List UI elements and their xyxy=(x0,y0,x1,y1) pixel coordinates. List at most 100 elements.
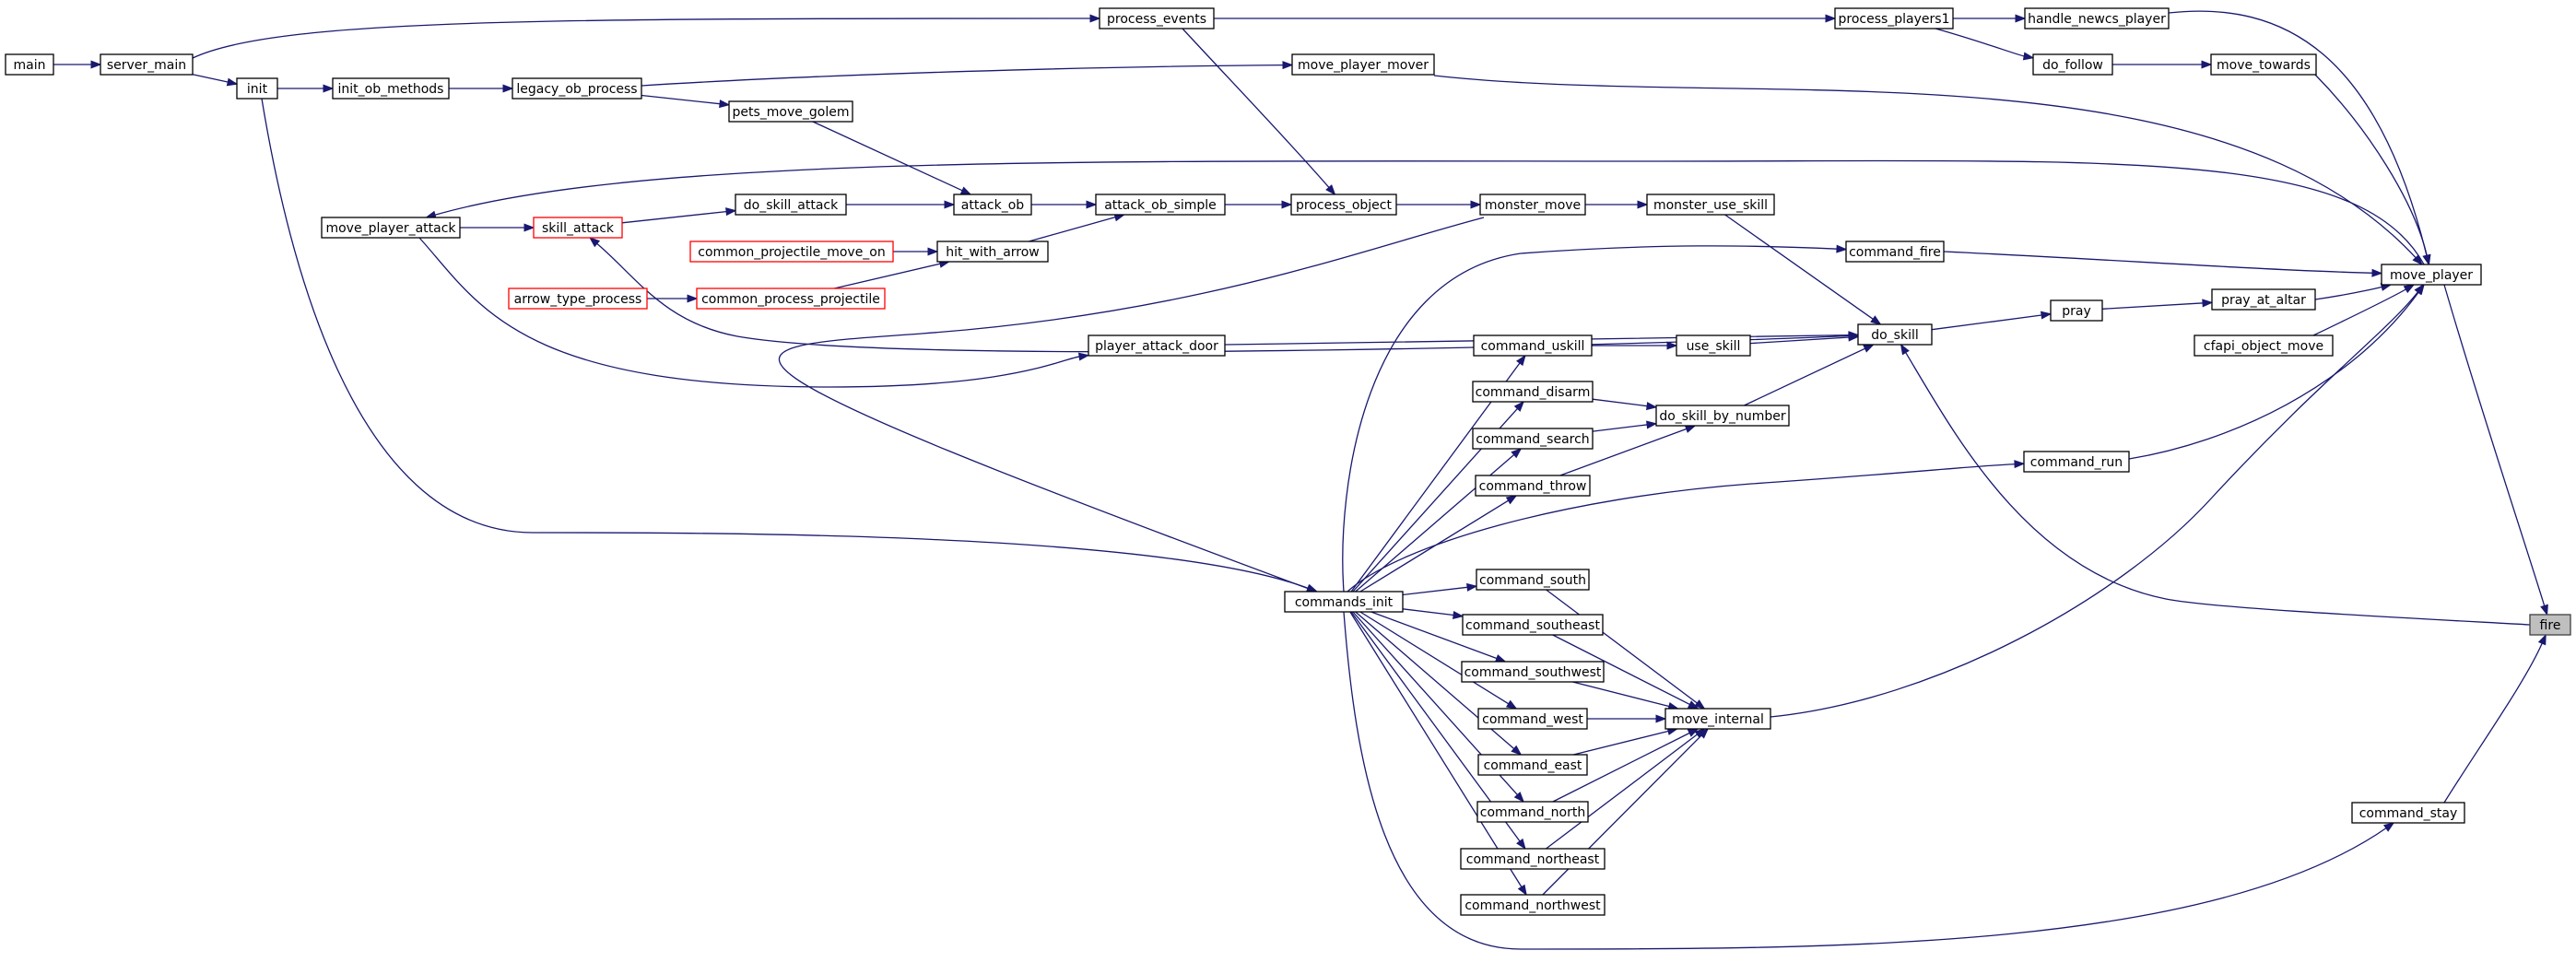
node-pets-move-golem[interactable]: pets_move_golem xyxy=(728,100,853,123)
node-command-southwest[interactable]: command_southwest xyxy=(1461,661,1605,683)
node-common-process-projectile[interactable]: common_process_projectile xyxy=(696,288,886,310)
edge-pets_move_golem-to-attack_ob xyxy=(812,121,972,195)
node-box xyxy=(2050,299,2103,322)
edge-common_projectile_move_on-to-hit_with_arrow xyxy=(893,247,939,256)
node-label: command_throw xyxy=(1479,479,1587,494)
edge-move_player_attack-to-player_attack_door xyxy=(418,237,1090,388)
node-box xyxy=(2529,614,2571,636)
arrow-head-icon xyxy=(2014,460,2026,469)
edge-line xyxy=(812,121,964,192)
node-command-southeast[interactable]: command_southeast xyxy=(1462,614,1604,636)
edge-main-to-server_main xyxy=(53,60,102,69)
node-pray[interactable]: pray xyxy=(2050,299,2103,322)
node-label: do_skill xyxy=(1871,328,1919,343)
arrow-head-icon xyxy=(1666,341,1678,350)
node-init[interactable]: init xyxy=(236,77,278,100)
arrow-head-icon xyxy=(588,237,601,248)
edge-line xyxy=(1349,611,1523,888)
edge-command_fire-to-move_player xyxy=(1943,251,2383,277)
node-server-main[interactable]: server_main xyxy=(100,53,194,76)
edge-commands_init-to-command_northwest xyxy=(1349,611,1527,897)
edge-do_skill_attack-to-attack_ob xyxy=(846,200,956,209)
node-command-south[interactable]: command_south xyxy=(1476,569,1590,591)
node-label: pray xyxy=(2062,304,2091,319)
node-attack-ob[interactable]: attack_ob xyxy=(953,194,1032,216)
edge-init-to-init_ob_methods xyxy=(277,84,335,93)
node-monster-move[interactable]: monster_move xyxy=(1479,194,1586,216)
node-commands-init[interactable]: commands_init xyxy=(1284,591,1404,613)
edge-line xyxy=(2101,302,2205,310)
node-legacy-ob-process[interactable]: legacy_ob_process xyxy=(512,77,642,100)
node-command-east[interactable]: command_east xyxy=(1477,754,1588,776)
arrow-head-icon xyxy=(1505,699,1518,710)
node-command-disarm[interactable]: command_disarm xyxy=(1472,381,1594,403)
node-player-attack-door[interactable]: player_attack_door xyxy=(1088,334,1226,357)
edge-line xyxy=(1342,245,1839,593)
node-box xyxy=(936,241,1049,263)
arrow-head-icon xyxy=(1863,344,1875,353)
node-do-skill-attack[interactable]: do_skill_attack xyxy=(735,194,847,216)
edge-line xyxy=(1029,216,1117,242)
edge-fire-to-do_skill xyxy=(1900,343,2531,626)
arrow-head-icon xyxy=(2202,299,2214,308)
arrow-head-icon xyxy=(1637,200,1649,209)
node-init-ob-methods[interactable]: init_ob_methods xyxy=(332,77,450,100)
node-process-events[interactable]: process_events xyxy=(1099,7,1215,29)
node-do-follow[interactable]: do_follow xyxy=(2032,53,2113,76)
node-box xyxy=(953,194,1032,216)
node-do-skill[interactable]: do_skill xyxy=(1857,323,1933,346)
node-box xyxy=(1460,894,1606,916)
node-label: arrow_type_process xyxy=(514,292,642,307)
node-hit-with-arrow[interactable]: hit_with_arrow xyxy=(936,241,1049,263)
node-cfapi-object-move[interactable]: cfapi_object_move xyxy=(2194,334,2334,357)
arrow-head-icon xyxy=(1511,745,1523,756)
node-label: hit_with_arrow xyxy=(946,245,1040,260)
node-label: common_projectile_move_on xyxy=(698,245,886,260)
node-move-internal[interactable]: move_internal xyxy=(1664,708,1771,730)
node-monster-use-skill[interactable]: monster_use_skill xyxy=(1646,194,1775,216)
edge-line xyxy=(1182,28,1331,189)
node-do-skill-by-number[interactable]: do_skill_by_number xyxy=(1655,405,1790,427)
node-use-skill[interactable]: use_skill xyxy=(1676,334,1751,357)
node-process-players1[interactable]: process_players1 xyxy=(1834,7,1954,29)
edge-legacy_ob_process-to-move_player_mover xyxy=(641,61,1294,87)
edge-line xyxy=(1559,428,1688,476)
arrow-head-icon xyxy=(687,294,699,303)
node-command-north[interactable]: command_north xyxy=(1476,801,1589,823)
node-command-northeast[interactable]: command_northeast xyxy=(1460,848,1606,870)
node-fire[interactable]: fire xyxy=(2529,614,2571,636)
node-command-fire[interactable]: command_fire xyxy=(1845,241,1945,263)
node-handle-newcs-player[interactable]: handle_newcs_player xyxy=(2024,7,2170,29)
node-pray-at-altar[interactable]: pray_at_altar xyxy=(2211,288,2316,311)
node-skill-attack[interactable]: skill_attack xyxy=(533,217,623,239)
edge-line xyxy=(2443,284,2546,607)
node-arrow-type-process[interactable]: arrow_type_process xyxy=(508,288,648,310)
node-command-search[interactable]: command_search xyxy=(1472,428,1594,450)
node-move-player-mover[interactable]: move_player_mover xyxy=(1291,53,1435,76)
node-command-west[interactable]: command_west xyxy=(1477,708,1588,730)
edge-line xyxy=(2312,288,2407,336)
node-command-uskill[interactable]: command_uskill xyxy=(1473,334,1593,357)
node-command-throw[interactable]: command_throw xyxy=(1475,475,1591,497)
node-command-run[interactable]: command_run xyxy=(2023,451,2130,473)
node-command-stay[interactable]: command_stay xyxy=(2351,802,2465,824)
node-command-northwest[interactable]: command_northwest xyxy=(1460,894,1606,916)
node-label: command_north xyxy=(1480,805,1585,820)
edge-move_towards-to-move_player xyxy=(2314,74,2431,266)
node-process-object[interactable]: process_object xyxy=(1290,194,1397,216)
node-attack-ob-simple[interactable]: attack_ob_simple xyxy=(1095,194,1226,216)
node-move-player[interactable]: move_player xyxy=(2381,264,2482,286)
edge-attack_ob_simple-to-process_object xyxy=(1225,200,1293,209)
edge-command_stay-to-fire xyxy=(2443,633,2547,804)
arrow-head-icon xyxy=(1466,582,1478,592)
node-move-towards[interactable]: move_towards xyxy=(2210,53,2317,76)
edge-line xyxy=(192,74,229,83)
node-common-projectile-move-on[interactable]: common_projectile_move_on xyxy=(689,241,894,263)
edge-cfapi_object_move-to-move_player xyxy=(2312,284,2416,336)
edge-process_events-to-process_object xyxy=(1182,28,1336,196)
node-label: command_run xyxy=(2030,455,2123,470)
node-main[interactable]: main xyxy=(5,53,54,76)
node-move-player-attack[interactable]: move_player_attack xyxy=(321,217,461,239)
edge-line xyxy=(1592,424,1649,432)
node-label: move_towards xyxy=(2217,58,2311,73)
